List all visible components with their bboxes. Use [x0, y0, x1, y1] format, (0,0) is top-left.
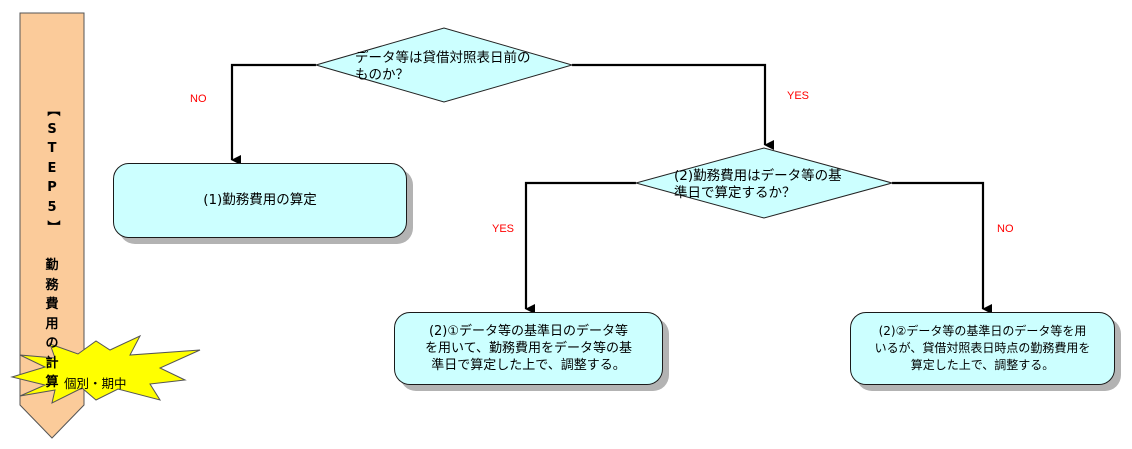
box2-2-line: いるが、貸借対照表日時点の勤務費用を — [874, 341, 1091, 355]
step-label-char: の — [45, 336, 59, 351]
step-label-char: E — [47, 160, 57, 176]
label-no-decision1: NO — [190, 93, 207, 105]
step-label-char: 】 — [44, 220, 60, 234]
step-label-char: 費 — [45, 297, 59, 312]
box-adjust-option-2: (2)②データ等の基準日のデータ等を用 いるが、貸借対照表日時点の勤務費用を 算… — [850, 312, 1115, 385]
step-label-char: P — [47, 180, 57, 195]
box2-2-line: (2)②データ等の基準日のデータ等を用 — [878, 324, 1087, 338]
decision2-text: (2)勤務費用はデータ等の基 準日で算定するか？ — [674, 168, 842, 202]
connector-decision2-no — [892, 181, 992, 314]
box-adjust-option-1: (2)①データ等の基準日のデータ等 を用いて、勤務費用をデータ等の基 準日で算定… — [394, 312, 663, 385]
label-yes-decision2: YES — [492, 223, 515, 235]
box-service-cost-calc: (1)勤務費用の算定 — [113, 163, 407, 238]
step-label-char: 務 — [45, 277, 59, 293]
step-label-char: 算 — [45, 375, 59, 390]
step-label-char: S — [47, 121, 57, 137]
step-label-char: 勤 — [45, 258, 59, 273]
step-label-char: T — [47, 141, 57, 156]
connector-decision1-yes — [572, 63, 774, 150]
label-no-decision2: NO — [997, 223, 1014, 235]
box2-1-line: 準日で算定した上で、調整する。 — [431, 358, 626, 373]
connector-decision1-no — [230, 63, 316, 165]
box2-1-line: (2)①データ等の基準日のデータ等 — [428, 324, 629, 339]
decision1-line2: ものか？ — [355, 67, 409, 83]
step-label-char: 用 — [45, 316, 59, 332]
decision1-text: データ等は貸借対照表日前の ものか？ — [355, 50, 531, 84]
decision2-diamond — [634, 147, 894, 219]
burst-label: 個別・期中 — [64, 376, 127, 391]
decision2-line2: 準日で算定するか？ — [674, 185, 796, 201]
connector-decision2-yes — [524, 181, 636, 314]
box1-text: (1)勤務費用の算定 — [203, 192, 317, 208]
decision2-line1: (2)勤務費用はデータ等の基 — [674, 168, 842, 184]
box2-1-line: を用いて、勤務費用をデータ等の基 — [425, 341, 632, 356]
box2-2-line: 算定した上で、調整する。 — [910, 358, 1055, 372]
step-label-char: 5 — [47, 199, 57, 215]
decision1-diamond — [314, 27, 574, 103]
decision1-line1: データ等は貸借対照表日前の — [355, 50, 531, 66]
step-label-char: 【 — [44, 103, 60, 117]
burst-shape — [10, 334, 201, 404]
step-arrow — [19, 12, 85, 439]
step-label-char: 計 — [45, 355, 59, 371]
label-yes-decision1: YES — [787, 90, 810, 102]
